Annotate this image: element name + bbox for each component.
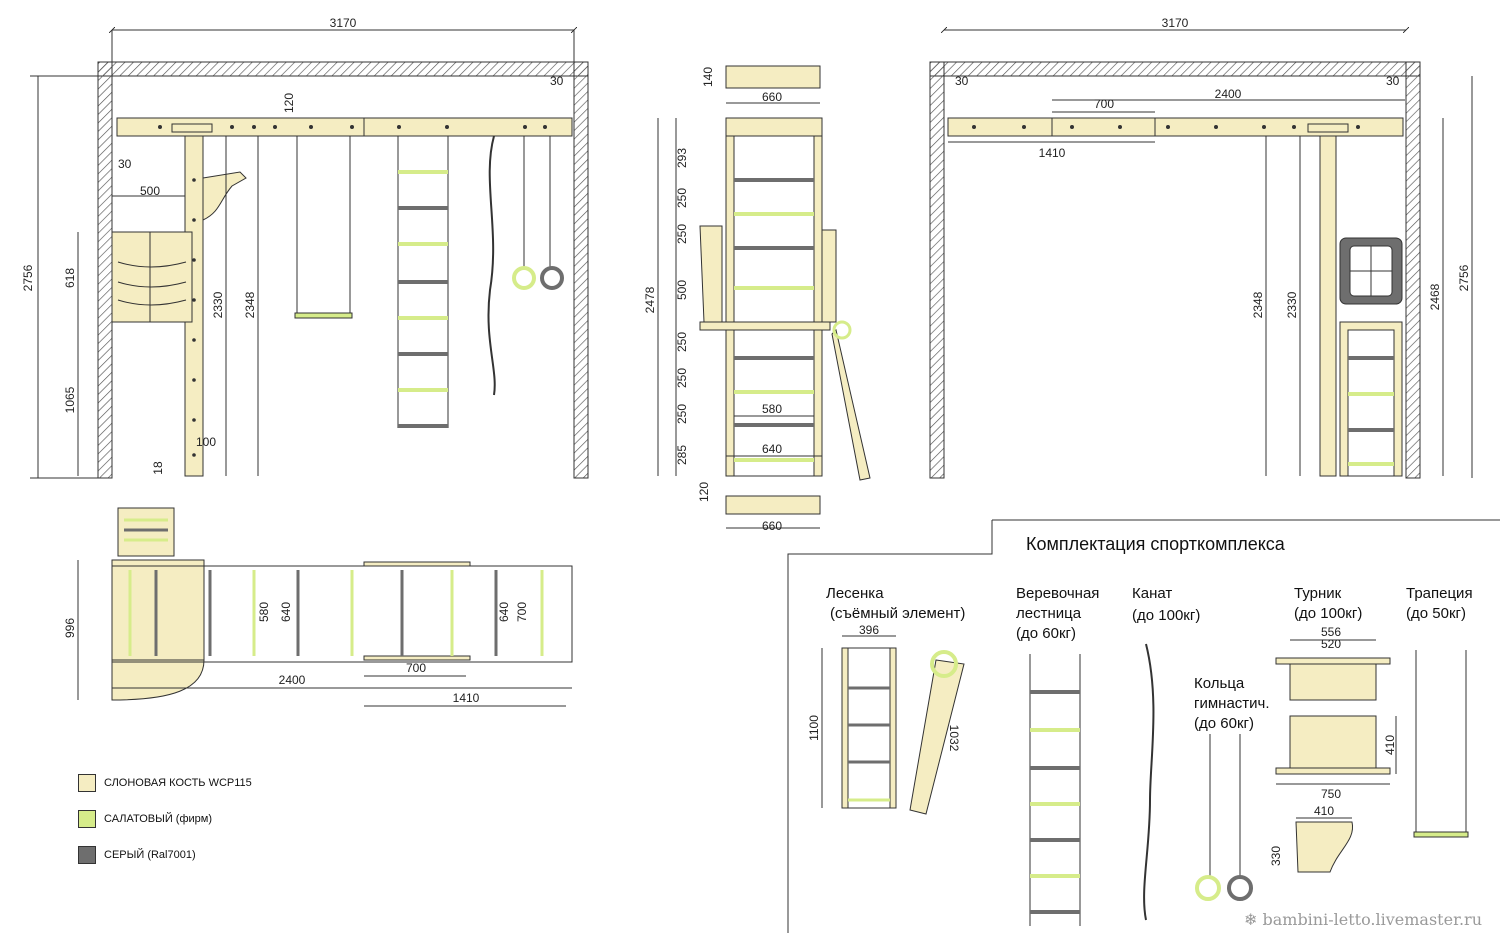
kit-title: Комплектация спорткомплекса (1026, 534, 1286, 554)
dim-front-gap: 30 (550, 74, 564, 88)
dim-side-h8: 285 (675, 445, 689, 465)
dim-right-seg: 700 (1094, 97, 1114, 111)
dim-side-h4: 500 (675, 280, 689, 300)
plan-view (77, 507, 573, 707)
side-bottom-block (725, 495, 821, 515)
dim-side-bot-h: 120 (697, 482, 711, 502)
ceiling-wall (97, 61, 589, 77)
dim-foot-2: 18 (151, 461, 165, 475)
kit-ladder-l1: Лесенка (826, 585, 884, 602)
dim-front-arm: 500 (140, 184, 160, 198)
dim-side-h7: 250 (675, 404, 689, 424)
dim-right-h1: 2348 (1251, 291, 1265, 318)
kit-rope-ladder-l1: Веревочная (1016, 585, 1099, 602)
kit-rope-ladder-l3: (до 60кг) (1016, 625, 1076, 642)
watermark-snowflake-icon: ❄ (1243, 910, 1263, 929)
dim-bar-w1: 556 (1321, 625, 1341, 639)
dim-side-inner: 580 (762, 402, 782, 416)
dim-right-gap-2: 30 (1386, 74, 1400, 88)
side-view (657, 65, 871, 529)
watermark: ❄ bambini-letto.livemaster.ru (1244, 910, 1482, 929)
kit-rings-l1: Кольца (1194, 675, 1245, 692)
dim-plan-depth: 996 (63, 618, 77, 638)
swing-seat (294, 312, 353, 319)
dim-ladder-diag: 1032 (947, 725, 961, 752)
dim-post-height: 2330 (211, 291, 225, 318)
dim-bracket-h: 330 (1269, 846, 1283, 866)
kit-bar-l1: Турник (1294, 585, 1342, 602)
dim-ladder-w: 396 (859, 623, 879, 637)
dim-net-height: 618 (63, 268, 77, 288)
kit-rings-l2: гимнастич. (1194, 695, 1270, 712)
front-beam (116, 117, 573, 137)
kit-trapeze-l2: (до 50кг) (1406, 605, 1466, 622)
dim-side-top-w: 660 (762, 90, 782, 104)
dim-side-h6: 250 (675, 368, 689, 388)
dim-side-outer: 640 (762, 442, 782, 456)
dim-right-h2: 2330 (1285, 291, 1299, 318)
dim-right-beam: 2400 (1215, 87, 1242, 101)
left-wall (97, 61, 113, 479)
dim-side-h3: 250 (675, 224, 689, 244)
dim-front-beam: 120 (282, 93, 296, 113)
dim-right-h3: 2468 (1428, 283, 1442, 310)
dim-side-bot-w: 660 (762, 519, 782, 533)
dim-side-top-h: 140 (701, 67, 715, 87)
kit-rope-l2: (до 100кг) (1132, 607, 1200, 624)
dim-right-gap: 30 (955, 74, 969, 88)
legend-label-lime: САЛАТОВЫЙ (фирм) (104, 813, 212, 825)
kit-bar-l2: (до 100кг) (1294, 605, 1362, 622)
dim-plan-len: 2400 (279, 673, 306, 687)
kit-rope-l1: Канат (1132, 585, 1172, 602)
right-wall (573, 61, 589, 479)
kit-trapeze-l1: Трапеция (1406, 585, 1473, 602)
kit-panel (787, 519, 1500, 933)
dim-bar-w2: 520 (1321, 637, 1341, 651)
dim-side-h2: 250 (675, 188, 689, 208)
dim-plan-seg-2: 1410 (453, 691, 480, 705)
legend-swatch-gray (78, 846, 96, 864)
dim-front-width: 3170 (330, 16, 357, 30)
dim-side-h1: 293 (675, 148, 689, 168)
legend-label-ivory: СЛОНОВАЯ КОСТЬ WCP115 (104, 777, 252, 789)
legend-swatch-ivory (78, 774, 96, 792)
dim-plan-w2: 640 (279, 602, 293, 622)
front-view (30, 30, 589, 479)
dim-ladder-h: 1100 (807, 715, 821, 741)
dim-foot: 100 (196, 435, 216, 449)
watermark-text: bambini-letto.livemaster.ru (1262, 910, 1482, 929)
legend-label-gray: СЕРЫЙ (Ral7001) (104, 849, 196, 861)
dim-front-post-gap: 30 (118, 157, 132, 171)
dim-side-h5: 250 (675, 332, 689, 352)
dim-net-low: 1065 (63, 386, 77, 413)
dim-bracket-w: 410 (1314, 804, 1334, 818)
right-view (929, 30, 1473, 479)
dim-plan-seg: 700 (406, 661, 426, 675)
dim-right-h4: 2756 (1457, 264, 1471, 291)
legend-swatch-lime (78, 810, 96, 828)
dim-plan-w3: 640 (497, 602, 511, 622)
dim-bar-h: 410 (1383, 735, 1397, 755)
dim-right-seg-2: 1410 (1039, 146, 1066, 160)
dim-post-height-2: 2348 (243, 291, 257, 318)
kit-rings-l3: (до 60кг) (1194, 715, 1254, 732)
dim-right-width: 3170 (1162, 16, 1189, 30)
dim-plan-w1: 580 (257, 602, 271, 622)
kit-rope-ladder-l2: лестница (1016, 605, 1082, 622)
dim-bar-w3: 750 (1321, 787, 1341, 801)
side-top-block (725, 65, 821, 89)
kit-ladder-l2: (съёмный элемент) (830, 605, 965, 622)
dim-front-height: 2756 (21, 264, 35, 291)
dim-side-total: 2478 (643, 286, 657, 313)
dim-plan-w4: 700 (515, 602, 529, 622)
